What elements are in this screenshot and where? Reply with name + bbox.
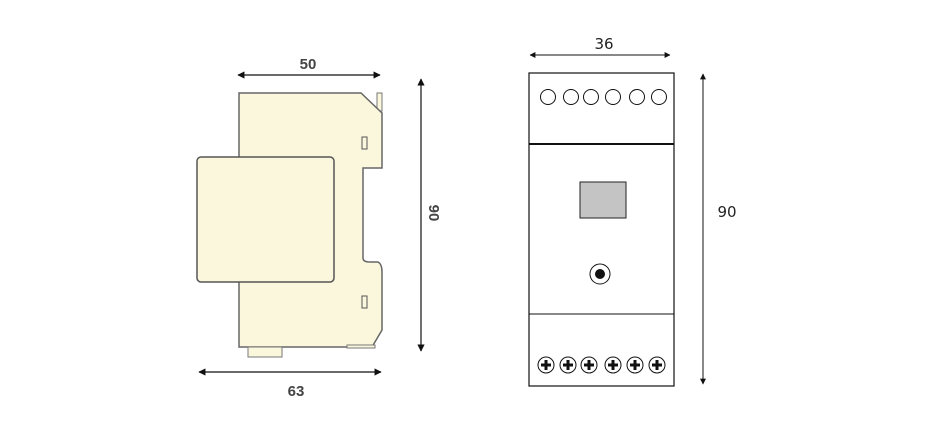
bottom-foot xyxy=(247,346,283,358)
slot-top xyxy=(361,136,368,150)
screw-icon xyxy=(537,356,555,374)
terminal-hole-icon xyxy=(629,89,645,105)
terminal-hole-icon xyxy=(651,89,667,105)
display-window xyxy=(579,181,627,219)
terminal-hole-icon xyxy=(583,89,599,105)
terminal-hole-icon xyxy=(540,89,556,105)
dim-label-width: 36 xyxy=(594,35,613,53)
front-body xyxy=(528,72,675,387)
screw-icon xyxy=(648,356,666,374)
top-terminals xyxy=(540,89,667,105)
dim-label-top-width: 50 xyxy=(300,56,317,73)
adjust-knob-center xyxy=(595,269,605,279)
side-view: 50 63 90 xyxy=(196,56,442,400)
dim-label-bottom-width: 63 xyxy=(288,383,305,400)
screw-icon xyxy=(559,356,577,374)
screw-icon xyxy=(626,356,644,374)
slot-bottom xyxy=(361,295,368,309)
terminal-hole-icon xyxy=(605,89,621,105)
terminal-hole-icon xyxy=(563,89,579,105)
screw-icon xyxy=(604,356,622,374)
dim-label-height: 90 xyxy=(425,205,442,222)
rail-foot xyxy=(346,344,376,349)
front-view: 36 90 xyxy=(528,35,737,387)
dim-label-front-height: 90 xyxy=(717,203,736,221)
front-cover xyxy=(196,156,335,283)
screw-icon xyxy=(580,356,598,374)
bottom-screws xyxy=(537,356,666,374)
